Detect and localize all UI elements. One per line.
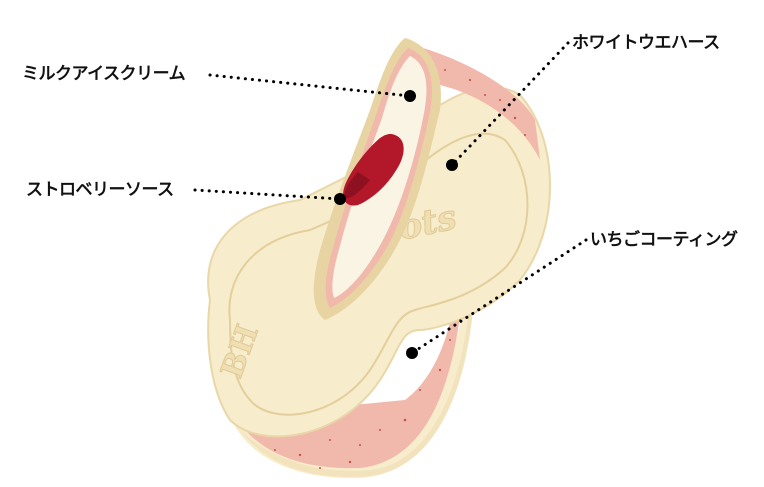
- leader-white-wafer: [450, 41, 570, 167]
- label-strawberry-coating: いちごコーティング: [590, 230, 738, 250]
- leader-lines: [193, 41, 588, 355]
- leader-strawberry-coating: [410, 238, 588, 355]
- dot-milk-ice-cream: [404, 90, 416, 102]
- dot-strawberry-coating: [406, 347, 418, 359]
- label-strawberry-sauce: ストロベリーソース: [26, 180, 174, 200]
- dot-white-wafer: [446, 159, 458, 171]
- label-milk-ice-cream: ミルクアイスクリーム: [22, 64, 186, 84]
- leader-milk-ice-cream: [208, 73, 412, 98]
- dot-strawberry-sauce: [334, 193, 346, 205]
- strawberry-speckles: [274, 69, 526, 469]
- leader-dots: [334, 90, 458, 359]
- label-white-wafer: ホワイトウエハース: [572, 33, 720, 53]
- cross-section: [313, 38, 441, 320]
- leader-strawberry-sauce: [193, 188, 342, 201]
